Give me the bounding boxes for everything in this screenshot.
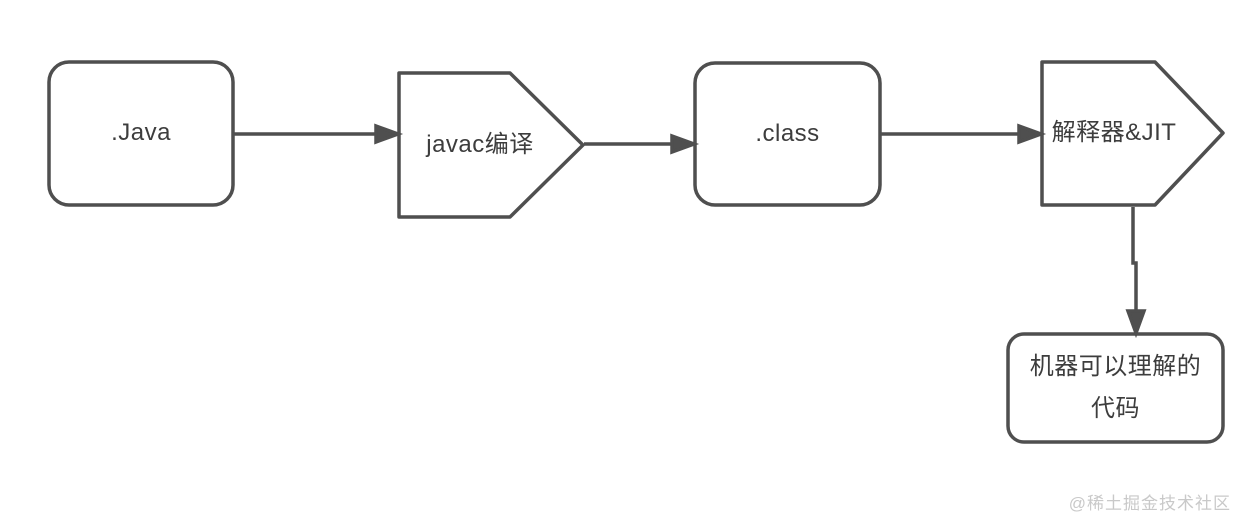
arrow-interpreter-to-machine-head <box>1125 309 1147 339</box>
javac-node-label: javac编译 <box>426 130 534 158</box>
machine-code-node-shape <box>1006 332 1225 444</box>
java-source-node-label: .Java <box>111 119 171 147</box>
machine-code-node-label: 机器可以理解的 代码 <box>1008 334 1223 442</box>
arrow-javac-to-class-head <box>670 133 700 155</box>
watermark-text: @稀土掘金技术社区 <box>1068 494 1231 513</box>
machine-code-label-line1: 机器可以理解的 <box>1029 353 1202 380</box>
arrow-class-to-interpreter-head <box>1017 123 1047 145</box>
arrow-java-to-javac-head <box>374 123 404 145</box>
arrow-interpreter-to-machine-line <box>1131 207 1138 312</box>
interpreter-node-label: 解释器&JIT <box>1051 119 1177 147</box>
javac-node-shape <box>397 71 585 219</box>
interpreter-node-shape <box>1040 60 1225 207</box>
class-file-node-label: .class <box>755 119 820 147</box>
machine-code-label-line2: 代码 <box>1091 395 1140 422</box>
